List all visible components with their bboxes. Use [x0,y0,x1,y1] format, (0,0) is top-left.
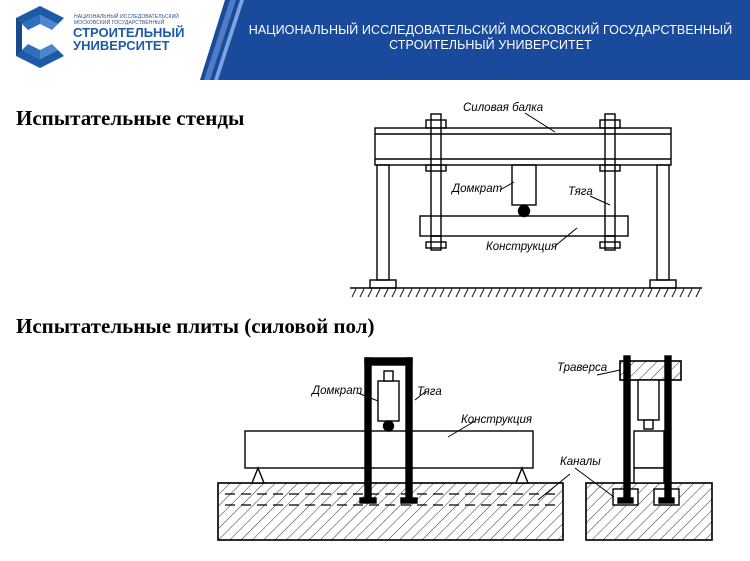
logo-subtitle-line-1: НАЦИОНАЛЬНЫЙ ИССЛЕДОВАТЕЛЬСКИЙ [74,14,179,20]
university-logo-icon [16,6,64,68]
label-traverse: Траверса [557,362,607,374]
heading-test-stands: Испытательные стенды [16,106,245,130]
label-rod-top: Тяга [568,186,593,198]
label-structure-bottom: Конструкция [461,414,532,426]
university-name-line-1: НАЦИОНАЛЬНЫЙ ИССЛЕДОВАТЕЛЬСКИЙ МОСКОВСКИ… [248,23,733,37]
logo-title-line-1: СТРОИТЕЛЬНЫЙ [73,25,185,40]
logo-title-line-2: УНИВЕРСИТЕТ [73,38,170,53]
test-stand-diagram [350,112,702,298]
label-power-beam: Силовая балка [463,102,543,114]
university-name: НАЦИОНАЛЬНЫЙ ИССЛЕДОВАТЕЛЬСКИЙ МОСКОВСКИ… [238,23,743,53]
logo-subtitle-line-2: МОСКОВСКИЙ ГОСУДАРСТВЕННЫЙ [74,20,165,26]
label-channels: Каналы [560,456,601,468]
university-name-line-2: СТРОИТЕЛЬНЫЙ УНИВЕРСИТЕТ [389,38,592,52]
header: НАЦИОНАЛЬНЫЙ ИССЛЕДОВАТЕЛЬСКИЙ МОСКОВСКИ… [0,0,750,80]
header-band [200,0,750,80]
test-plate-diagram [217,357,564,541]
label-jack-bottom: Домкрат [310,385,363,397]
logo-title: СТРОИТЕЛЬНЫЙ УНИВЕРСИТЕТ [73,26,185,52]
label-rod-bottom: Тяга [417,386,442,398]
label-structure-top: Конструкция [486,241,557,253]
plate-section-diagram [537,355,713,541]
heading-test-plates: Испытательные плиты (силовой пол) [16,314,375,338]
logo-subtitle: НАЦИОНАЛЬНЫЙ ИССЛЕДОВАТЕЛЬСКИЙ МОСКОВСКИ… [74,14,184,26]
label-jack-top: Домкрат [450,183,503,195]
